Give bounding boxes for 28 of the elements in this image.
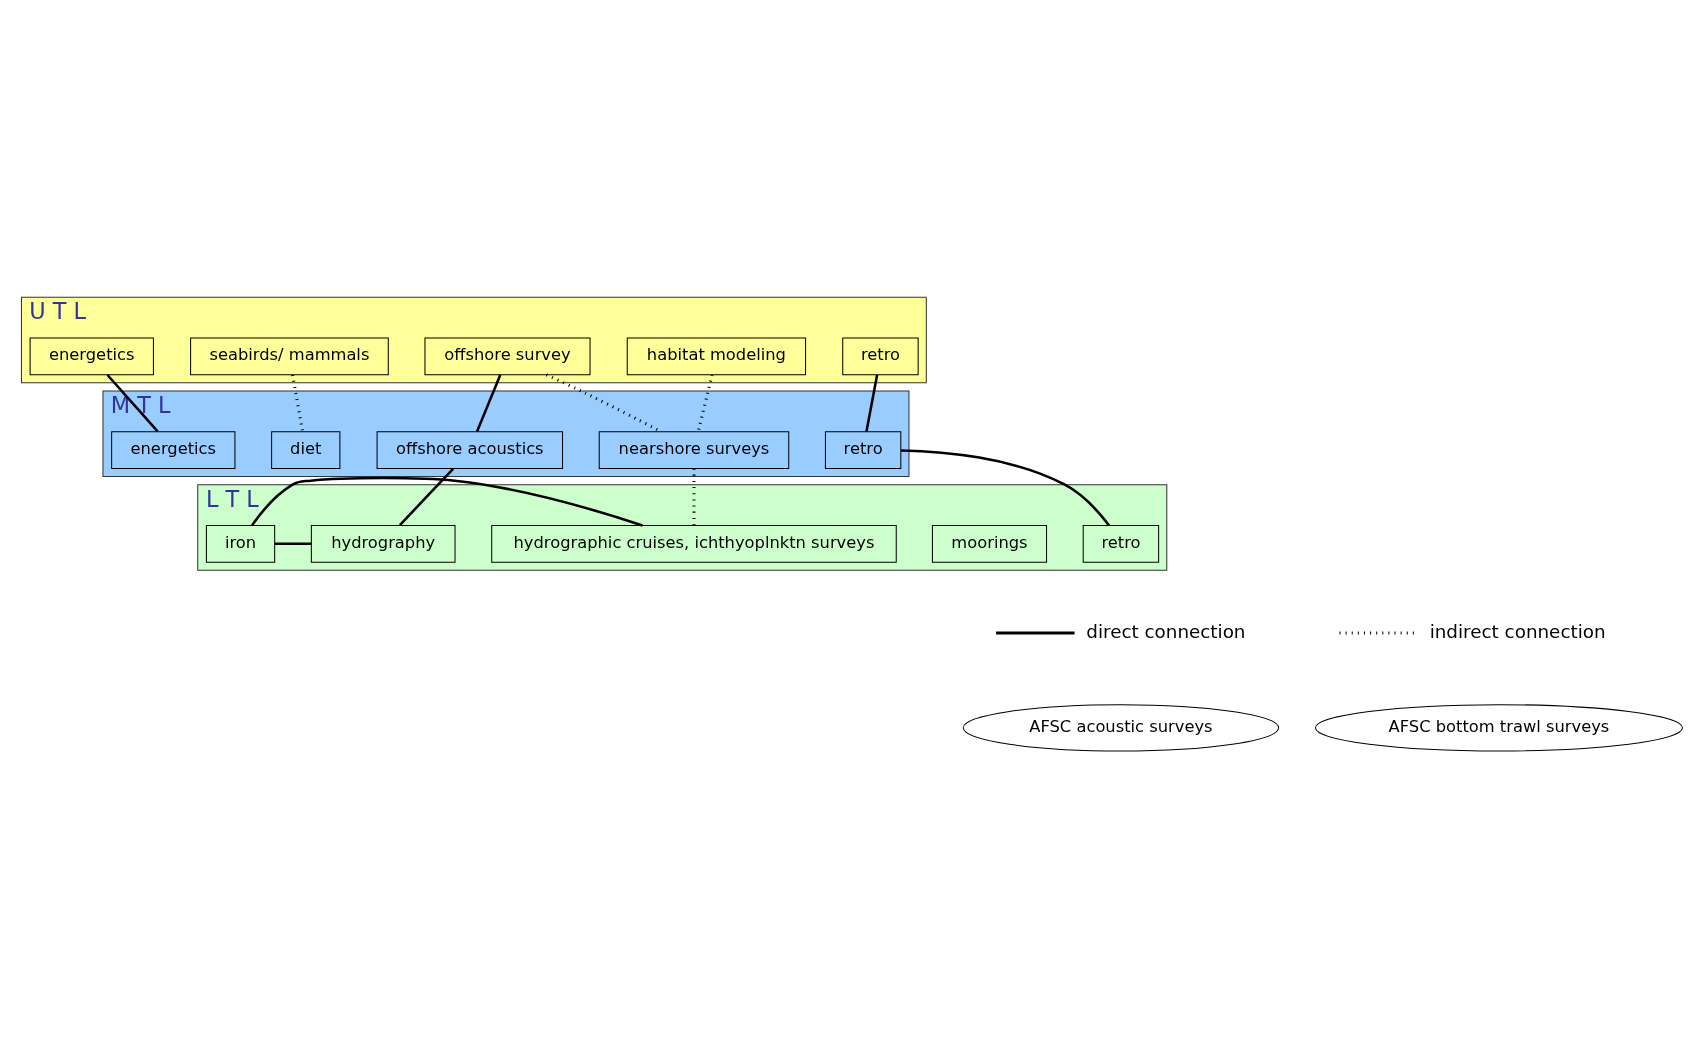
legend-label: indirect connection <box>1429 620 1606 642</box>
node-box: hydrography <box>310 524 456 563</box>
legend-label: direct connection <box>1086 620 1246 642</box>
node-box: iron <box>205 524 276 563</box>
connector <box>865 374 879 432</box>
node-box: energetics <box>29 337 154 376</box>
node-box: energetics <box>111 431 236 469</box>
node-box: retro <box>1082 524 1160 563</box>
node-box: retro <box>842 337 919 376</box>
node-ellipse: AFSC acoustic surveys <box>962 704 1280 752</box>
connector <box>251 476 643 527</box>
node-box: offshore survey <box>424 337 591 376</box>
node-ellipse: AFSC bottom trawl surveys <box>1314 704 1683 752</box>
node-box: moorings <box>931 524 1048 563</box>
connector <box>291 374 305 432</box>
node-box: retro <box>824 431 902 469</box>
node-box: nearshore surveys <box>598 431 790 469</box>
node-box: offshore acoustics <box>376 431 564 469</box>
connector <box>106 374 159 433</box>
node-box: seabirds/ mammals <box>190 337 389 376</box>
connector <box>901 449 1110 527</box>
connector <box>398 467 455 527</box>
node-box: diet <box>271 431 341 469</box>
connector <box>475 374 502 432</box>
node-box: hydrographic cruises, ichthyoplnktn surveys <box>491 524 897 563</box>
node-box: habitat modeling <box>626 337 807 376</box>
connector <box>696 374 714 432</box>
connector <box>274 542 312 546</box>
